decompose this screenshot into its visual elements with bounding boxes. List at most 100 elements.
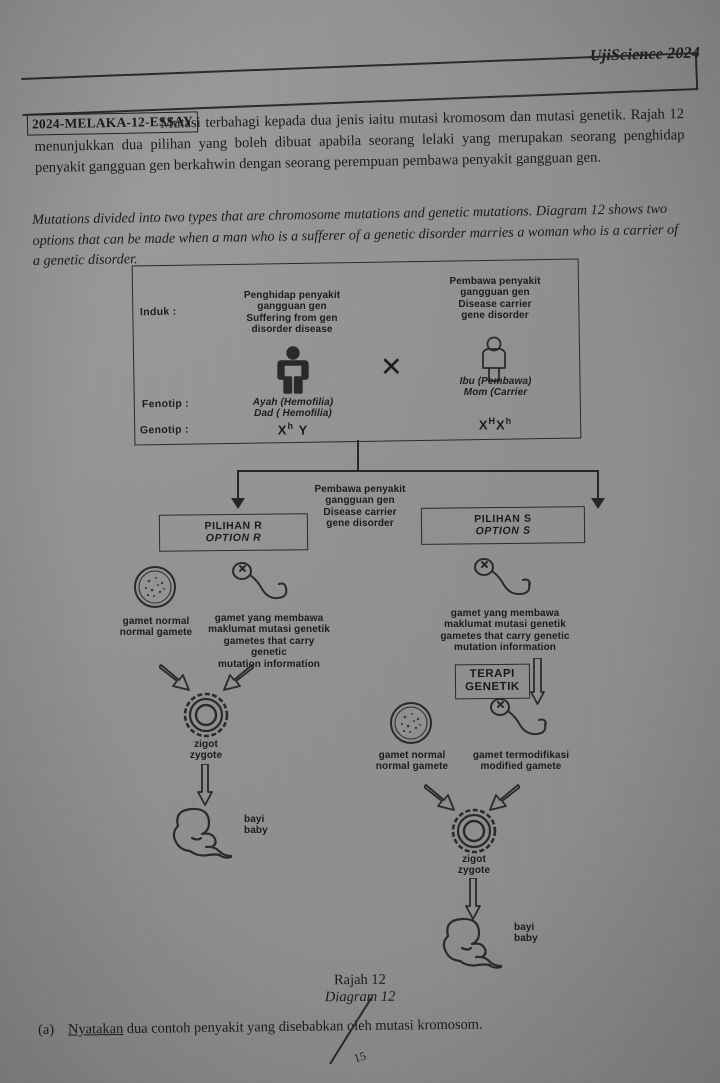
father-genotype-y: Y <box>298 422 309 438</box>
left-zygote-label: zigot zygote <box>164 739 248 762</box>
mother-title-english-1: Disease carrier <box>458 298 532 310</box>
mother-phenotype-malay: Ibu (Pembawa) <box>459 376 532 387</box>
left-zygote-malay: zigot <box>194 739 218 750</box>
mother-genotype-x2: X <box>496 417 506 433</box>
father-title-malay-1: Penghidap penyakit <box>243 290 341 301</box>
father-phenotype-english: Dad ( Hemofilia) <box>254 408 332 420</box>
father-title: Penghidap penyakit gangguan gen Sufferin… <box>212 290 372 336</box>
middle-carrier-note: Pembawa penyakit gangguan gen Disease ca… <box>296 484 424 530</box>
mother-genotype-x1: X <box>478 417 489 433</box>
father-phenotype-malay: Ayah (Hemofilia) <box>252 397 334 408</box>
middle-note-line4: gene disorder <box>326 518 394 530</box>
left-baby-label: bayi baby <box>244 814 296 837</box>
mutant-gamete-sperm-icon-left <box>232 562 288 600</box>
zygote-icon-left <box>183 692 229 738</box>
question-a: (a)Nyatakan dua contoh penyakit yang dis… <box>38 1014 688 1039</box>
left-zygote-english: zygote <box>189 750 223 762</box>
father-phenotype: Ayah (Hemofilia) Dad ( Hemofilia) <box>208 397 378 420</box>
row-label-parent: Induk : <box>139 305 177 319</box>
option-r-box: PILIHAN R OPTION R <box>158 513 309 552</box>
hollow-arrow-to-baby-right <box>465 878 481 920</box>
fusion-arrow-right-b <box>489 784 520 811</box>
father-genotype: Xh Y <box>208 421 378 437</box>
left-normal-gamete-label: gamet normal normal gamete <box>113 616 199 639</box>
female-figure-icon <box>482 336 506 382</box>
option-r-english: OPTION R <box>205 531 262 545</box>
right-zygote-malay: zigot <box>462 854 486 865</box>
father-genotype-x: X <box>277 422 288 438</box>
father-title-english-1: Suffering from gen <box>246 312 338 324</box>
right-mutant-gamete-english-2: mutation information <box>454 642 556 654</box>
fusion-arrow-left-b <box>223 664 254 691</box>
right-zygote-english: zygote <box>457 865 491 877</box>
option-s-english: OPTION S <box>475 524 531 538</box>
right-modified-gamete-malay: gamet termodifikasi <box>472 750 570 761</box>
right-mutant-gamete-english-1: gametes that carry genetic <box>440 630 570 642</box>
zygote-icon-right <box>451 808 497 854</box>
right-baby-label: bayi baby <box>514 922 566 945</box>
left-mutant-gamete-malay-1: gamet yang membawa <box>214 613 324 624</box>
mother-genotype: XHXh <box>408 416 583 432</box>
row-label-genotype: Genotip : <box>139 423 189 437</box>
right-normal-gamete-malay: gamet normal <box>378 750 446 761</box>
left-normal-gamete-malay: gamet normal <box>122 616 190 627</box>
mother-title-malay-2: gangguan gen <box>460 287 530 299</box>
baby-fetus-icon-right <box>442 917 503 969</box>
male-figure-icon <box>277 346 309 394</box>
left-mutant-gamete-english-1: gametes that carry genetic <box>223 635 315 659</box>
option-s-box: PILIHAN S OPTION S <box>420 506 586 545</box>
right-baby-english: baby <box>514 933 538 945</box>
father-title-english-2: disorder disease <box>251 324 333 336</box>
connector-left-drop <box>237 470 239 500</box>
row-label-phenotype: Fenotip : <box>141 397 190 411</box>
right-mutant-gamete-malay-1: gamet yang membawa <box>450 608 560 619</box>
hollow-arrow-to-baby-left <box>197 764 213 806</box>
right-modified-gamete-english: modified gamete <box>480 761 562 773</box>
therapy-line1: TERAPI <box>469 667 515 681</box>
connector-stem <box>357 440 359 472</box>
father-title-malay-2: gangguan gen <box>257 301 327 313</box>
question-a-label: (a) <box>38 1021 55 1038</box>
mother-title: Pembawa penyakit gangguan gen Disease ca… <box>410 276 580 322</box>
cross-symbol: ✕ <box>380 352 403 382</box>
left-baby-malay: bayi <box>244 814 265 825</box>
passage-malay: Mutasi terbahagi kepada dua jenis iaitu … <box>34 104 685 179</box>
left-mutant-gamete-english-2: mutation information <box>218 658 320 670</box>
connector-bar <box>237 470 599 472</box>
right-baby-malay: bayi <box>514 922 535 933</box>
fusion-arrow-right-a <box>424 784 455 811</box>
middle-note-line2: gangguan gen <box>325 495 395 507</box>
left-normal-gamete-english: normal gamete <box>119 627 193 639</box>
left-baby-english: baby <box>244 825 268 837</box>
hollow-arrow-therapy <box>530 658 545 705</box>
connector-right-drop <box>597 470 599 500</box>
right-normal-gamete-label: gamet normal normal gamete <box>369 750 455 773</box>
arrow-to-option-s <box>591 498 605 509</box>
right-mutant-gamete-label: gamet yang membawa maklumat mutasi genet… <box>435 608 575 654</box>
father-genotype-sup: h <box>287 421 294 431</box>
right-mutant-gamete-malay-2: maklumat mutasi genetik <box>444 619 566 631</box>
left-mutant-gamete-malay-2: maklumat mutasi genetik <box>208 624 330 636</box>
fusion-arrow-left-a <box>159 664 190 691</box>
middle-note-line1: Pembawa penyakit <box>314 484 406 495</box>
normal-gamete-ovum-icon-right <box>390 702 432 744</box>
therapy-line2: GENETIK <box>464 680 520 694</box>
normal-gamete-ovum-icon-left <box>134 566 176 608</box>
arrow-to-option-r <box>231 498 245 509</box>
mother-genotype-sup1: H <box>488 416 496 426</box>
right-zygote-label: zigot zygote <box>432 854 516 877</box>
mother-title-malay-1: Pembawa penyakit <box>449 276 541 287</box>
mother-genotype-sup2: h <box>505 416 513 426</box>
left-mutant-gamete-label: gamet yang membawa maklumat mutasi genet… <box>206 613 332 670</box>
diagram-12: Induk : Fenotip : Genotip : Penghidap pe… <box>0 258 720 970</box>
baby-fetus-icon-left <box>172 807 233 859</box>
question-a-keyword: Nyatakan <box>67 1020 124 1038</box>
mother-title-english-2: gene disorder <box>461 310 529 322</box>
mutant-gamete-sperm-icon-right <box>474 558 531 596</box>
modified-gamete-sperm-icon-right <box>490 698 547 736</box>
right-normal-gamete-english: normal gamete <box>375 761 449 773</box>
right-modified-gamete-label: gamet termodifikasi modified gamete <box>462 750 580 773</box>
mother-phenotype: Ibu (Pembawa) Mom (Carrier <box>408 376 583 399</box>
middle-note-line3: Disease carrier <box>323 506 397 518</box>
